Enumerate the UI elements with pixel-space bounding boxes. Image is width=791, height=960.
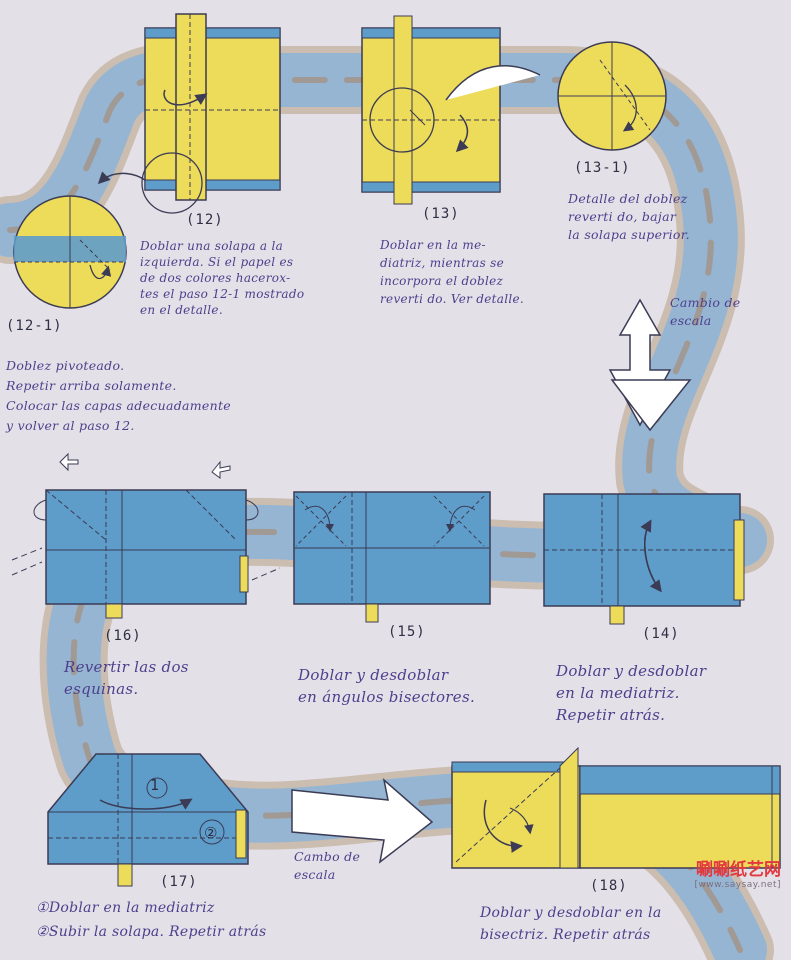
- step-16-label: (16): [104, 628, 142, 644]
- step-16-caption: Revertir las dos esquinas.: [64, 656, 189, 700]
- step-18-label: (18): [590, 878, 628, 894]
- step-14-caption: Doblar y desdoblar en la mediatriz. Repe…: [556, 660, 706, 726]
- step-15-figure: [294, 492, 490, 622]
- step-18-figure: [452, 748, 780, 868]
- step-18-caption: Doblar y desdoblar en la bisectriz. Repe…: [480, 902, 661, 946]
- marker-two: ②: [204, 824, 218, 842]
- step-14-label: (14): [642, 626, 680, 642]
- step-12-1-caption: Doblez pivoteado. Repetir arriba solamen…: [6, 356, 231, 436]
- step-12-1-label: (12-1): [6, 318, 63, 334]
- scale-change-right-caption: Cambio de escala: [670, 294, 740, 330]
- watermark-url: [www.saysay.net]: [694, 880, 781, 890]
- step-16-figure: [12, 454, 280, 618]
- step-17-caption: ①Doblar en la mediatriz ②Subir la solapa…: [36, 896, 266, 944]
- step-15-caption: Doblar y desdoblar en ángulos bisectores…: [298, 664, 475, 708]
- step-13-1-detail: [558, 42, 666, 150]
- step-12-1-detail: [14, 196, 126, 308]
- step-12-label: (12): [186, 212, 224, 228]
- step-13-1-label: (13-1): [574, 160, 631, 176]
- step-13-1-caption: Detalle del doblez reverti do, bajar la …: [568, 190, 690, 244]
- step-12-caption: Doblar una solapa a la izquierda. Si el …: [140, 238, 304, 318]
- step-15-label: (15): [388, 624, 426, 640]
- watermark-brand: 唰唰纸艺网: [694, 855, 781, 880]
- step-13-label: (13): [422, 206, 460, 222]
- scale-change-bottom-caption: Cambo de escala: [294, 848, 360, 884]
- marker-step-one: 1: [150, 776, 160, 794]
- step-17-label: (17): [160, 874, 198, 890]
- step-13-caption: Doblar en la me- diatriz, mientras se in…: [380, 236, 524, 308]
- watermark: 唰唰纸艺网 [www.saysay.net]: [694, 855, 781, 890]
- step-14-figure: [544, 494, 744, 624]
